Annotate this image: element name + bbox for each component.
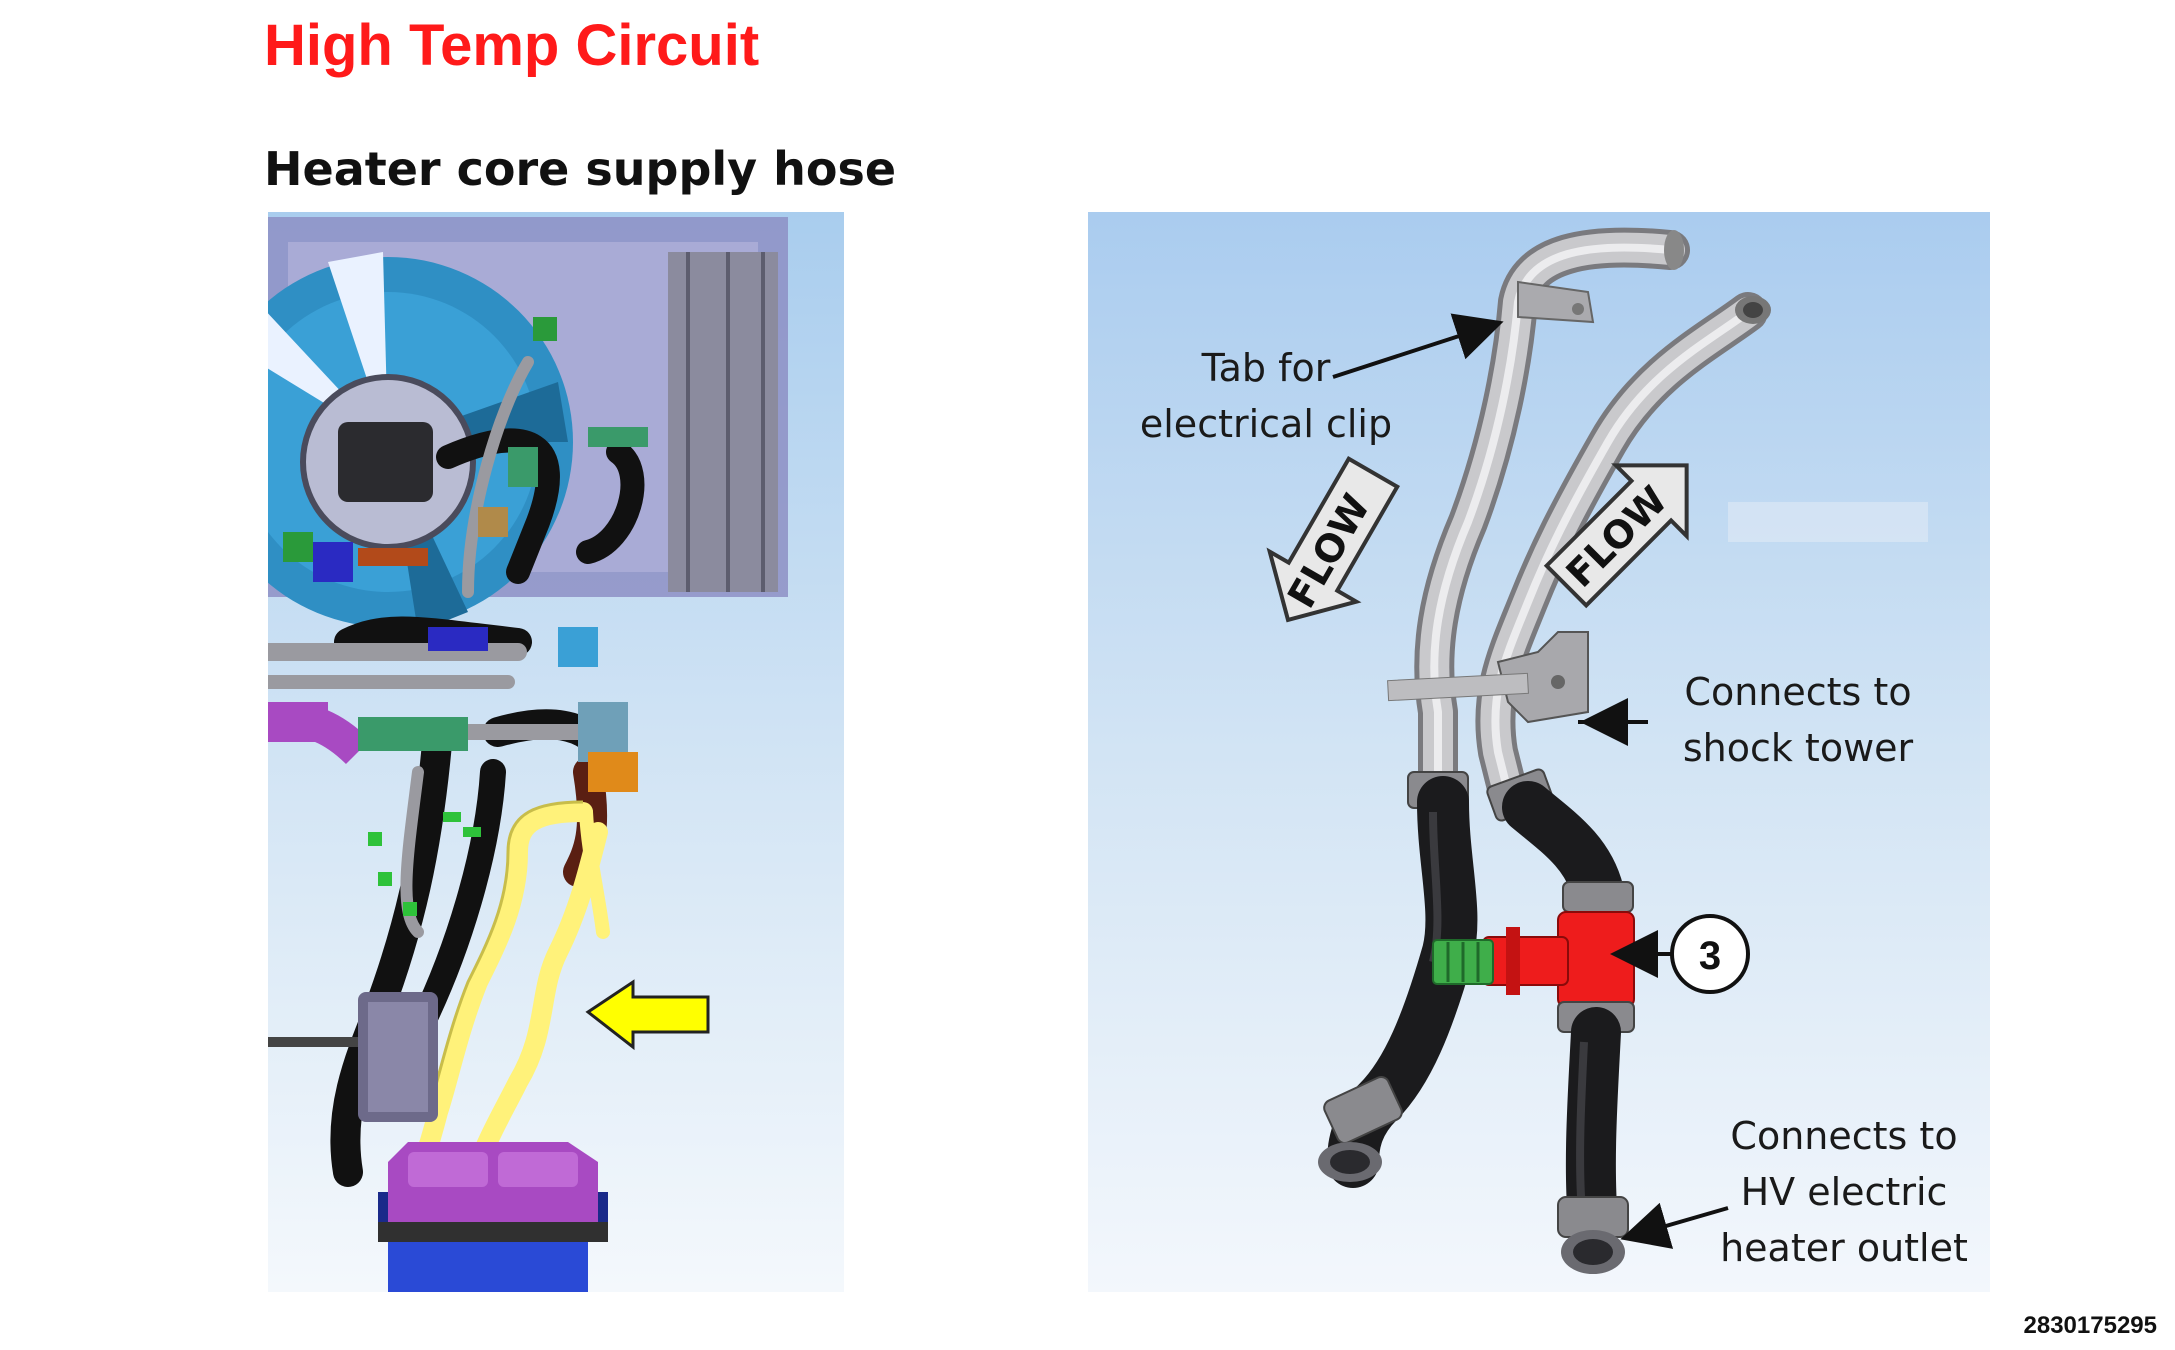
tab-callout-label: Tab for electrical clip [1116, 340, 1416, 452]
green-clips [368, 812, 481, 916]
reference-number-circle [1670, 914, 1750, 994]
heater-outlet-callout-label: Connects to HV electric heater outlet [1704, 1108, 1984, 1276]
grey-control-box [268, 992, 438, 1122]
green-electrical-connector [1432, 939, 1494, 985]
left-tube-end [1664, 230, 1684, 270]
colored-fittings [268, 317, 648, 792]
valve-upper-clamp [1562, 881, 1634, 913]
right-background [1088, 212, 1990, 1292]
shock-tower-bracket [1496, 631, 1589, 724]
heater-callout-line-2: HV electric [1740, 1170, 1948, 1214]
page-subtitle: Heater core supply hose [264, 142, 897, 196]
callout-leader-lines [1332, 313, 1729, 1249]
engine-bay-svg [268, 212, 844, 1292]
hose-assembly-svg: FLOW FLOW 3 [1088, 212, 1990, 1292]
left-lower-clamp [1323, 1075, 1403, 1145]
shock-callout-line-1: Connects to [1684, 670, 1912, 714]
shock-callout-line-2: shock tower [1682, 726, 1914, 770]
reference-number: 3 [1699, 934, 1721, 978]
heater-callout-line-1: Connects to [1730, 1114, 1958, 1158]
tab-callout-line-1: Tab for [1201, 346, 1331, 390]
document-id: 2830175295 [2023, 1312, 2157, 1339]
heater-callout-line-3: heater outlet [1720, 1226, 1968, 1270]
hose-highlight-outline [426, 800, 584, 1113]
engine-bay-illustration [268, 212, 844, 1292]
tube-collar [1387, 672, 1529, 702]
heater-core-supply-hose-highlight [408, 802, 610, 1212]
hose-assembly-detail: FLOW FLOW 3 Tab for electrical clip Conn… [1088, 212, 1990, 1292]
tab-bracket-hole [1572, 303, 1584, 315]
tab-callout-line-2: electrical clip [1139, 402, 1393, 446]
tab-leader-arrow [1332, 313, 1504, 379]
purple-module [378, 1142, 608, 1292]
heater-leader-arrow [1620, 1202, 1729, 1249]
right-lower-rubber-hose [1565, 1007, 1621, 1247]
left-metal-tube [1414, 227, 1690, 792]
shock-tower-callout-label: Connects to shock tower [1638, 664, 1958, 776]
yellow-pointer-arrow [585, 979, 710, 1051]
grey-hoses [268, 356, 596, 938]
page-title: High Temp Circuit [264, 13, 760, 78]
